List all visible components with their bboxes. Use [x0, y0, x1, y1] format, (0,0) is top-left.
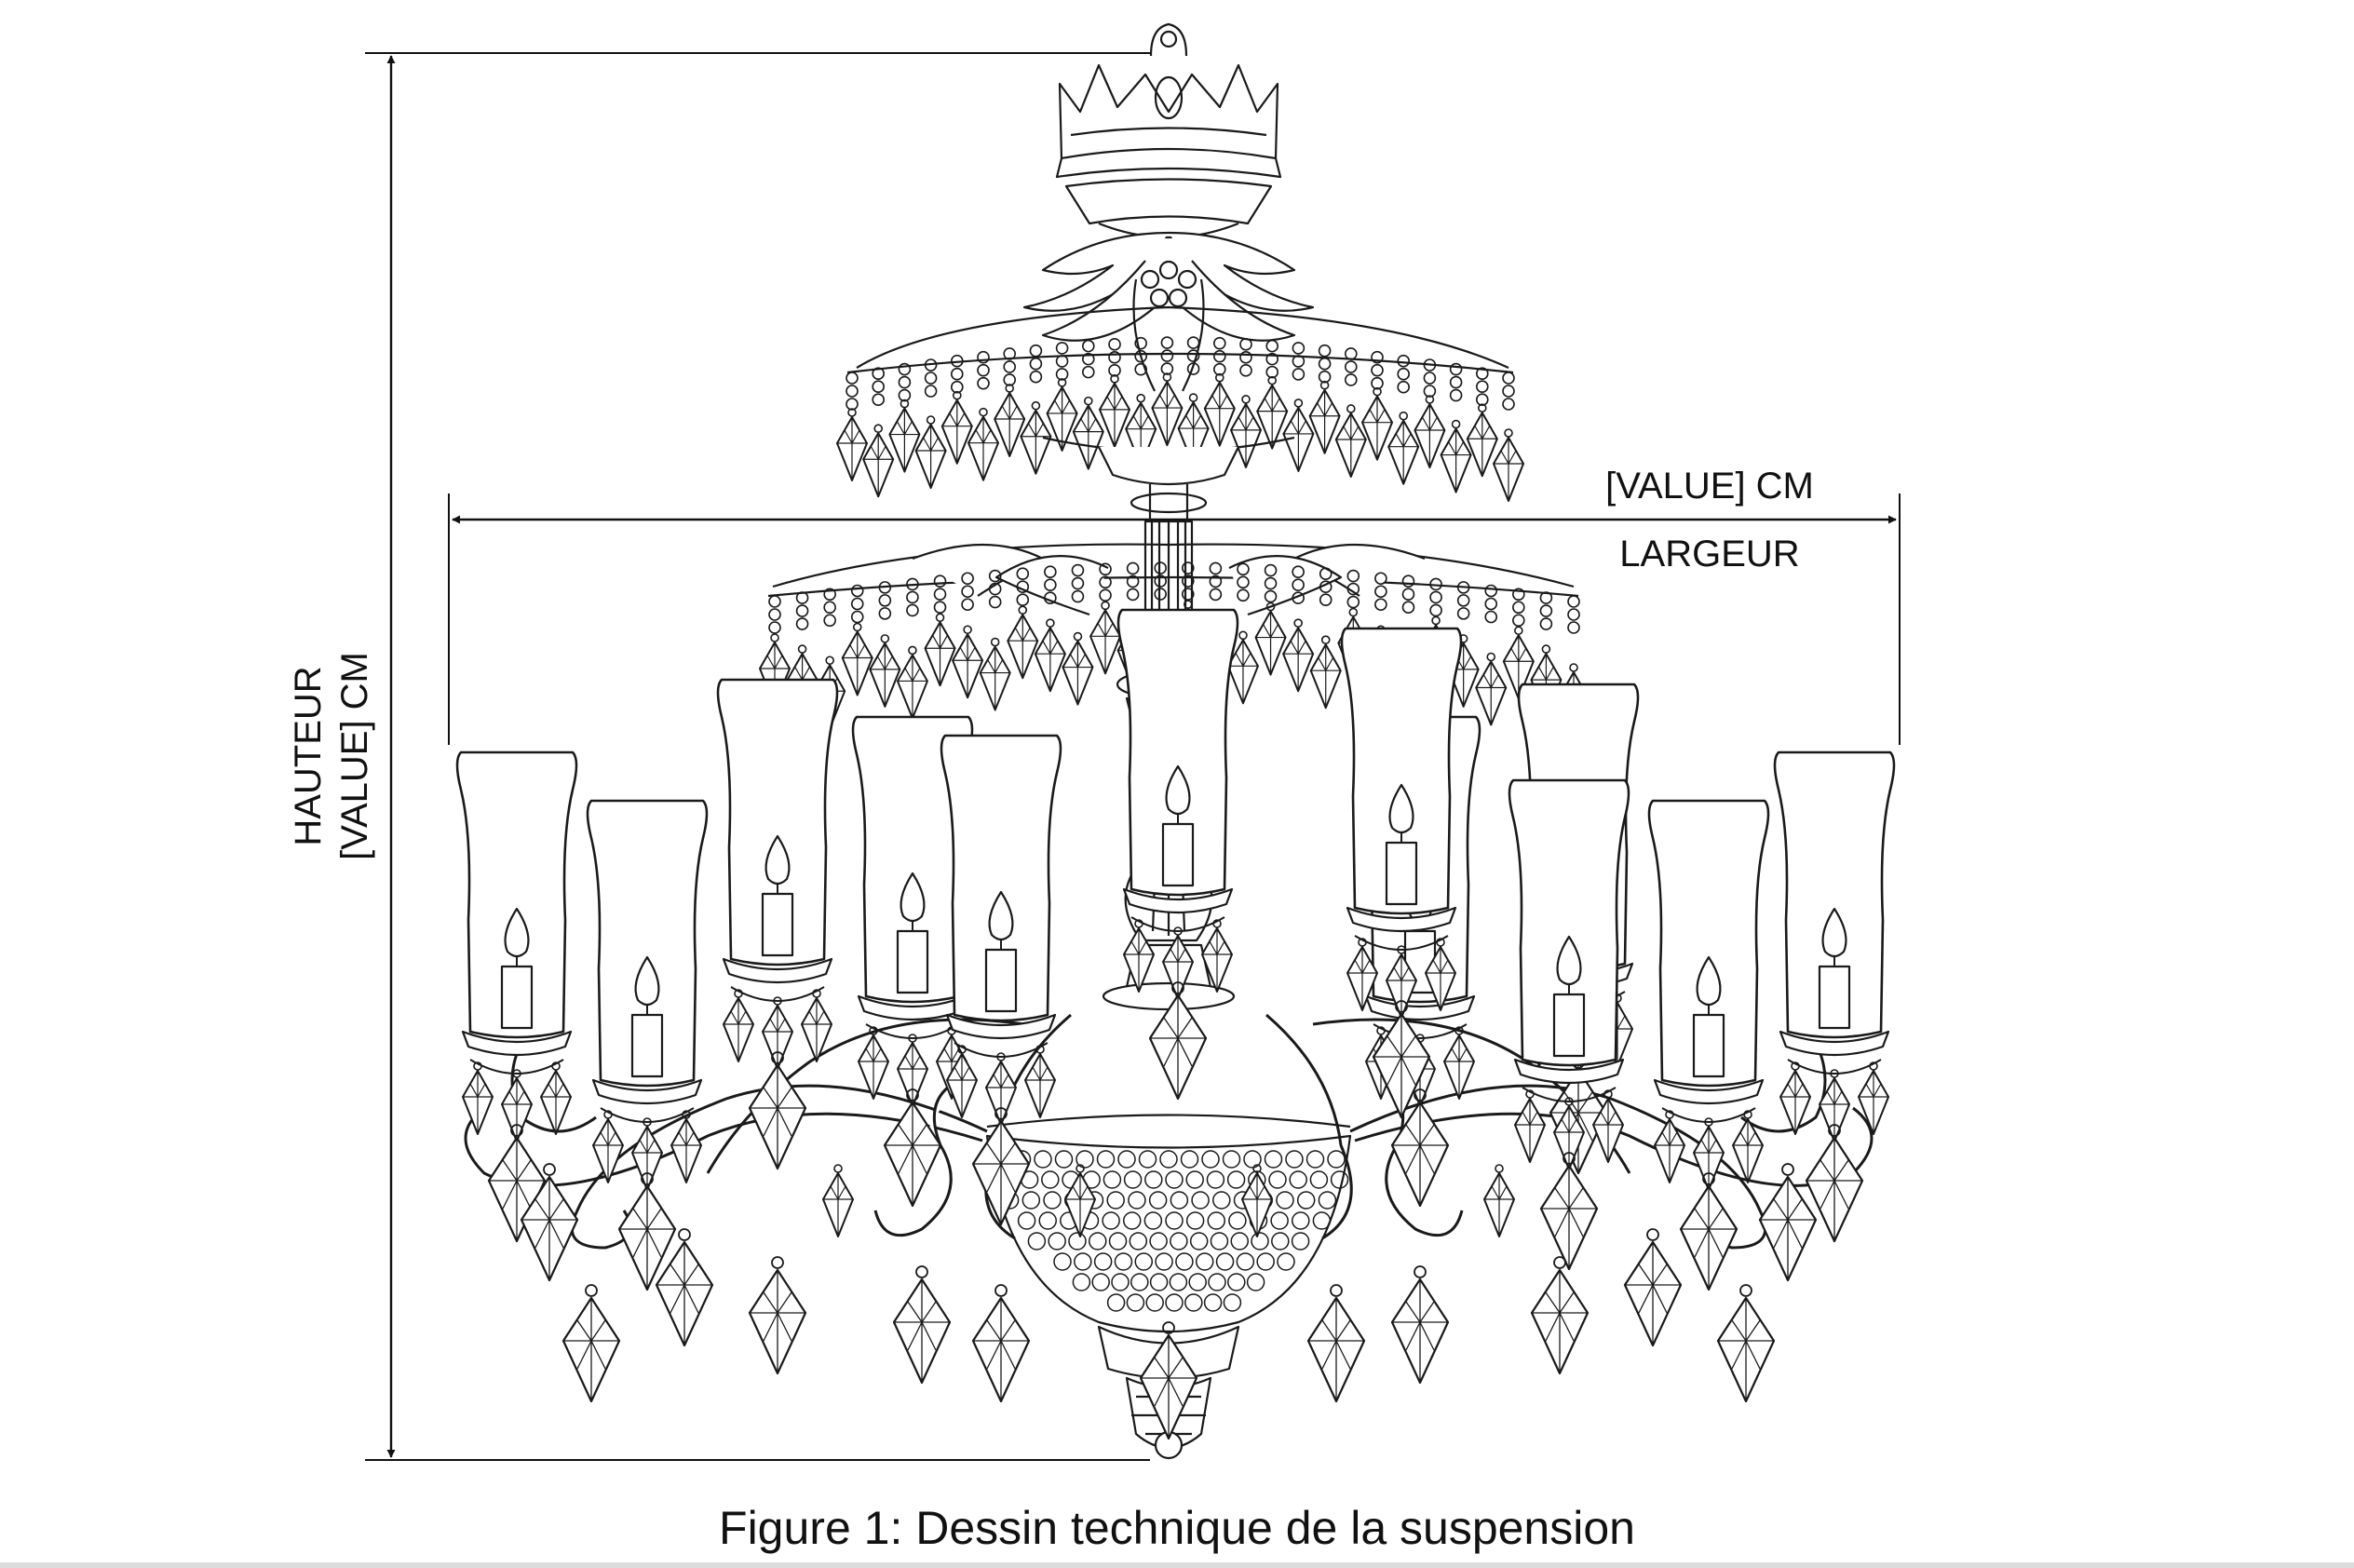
top-foliage [1022, 231, 1315, 392]
bottom-divider [0, 1562, 2354, 1568]
height-dimension: HAUTEUR [VALUE] CM [288, 52, 1150, 1461]
height-name-label: HAUTEUR [288, 666, 329, 845]
height-value-label: [VALUE] CM [334, 652, 375, 860]
middle-crystal-tier [758, 543, 1590, 737]
chandelier-drawing [457, 22, 1894, 1460]
crown [1055, 22, 1282, 239]
width-value-label: [VALUE] CM [1605, 466, 1814, 507]
width-dimension: [VALUE] CM LARGEUR [448, 466, 1901, 745]
figure-caption: Figure 1: Dessin technique de la suspens… [719, 1502, 1635, 1554]
upper-crystal-tier [835, 305, 1525, 521]
width-name-label: LARGEUR [1619, 534, 1799, 574]
